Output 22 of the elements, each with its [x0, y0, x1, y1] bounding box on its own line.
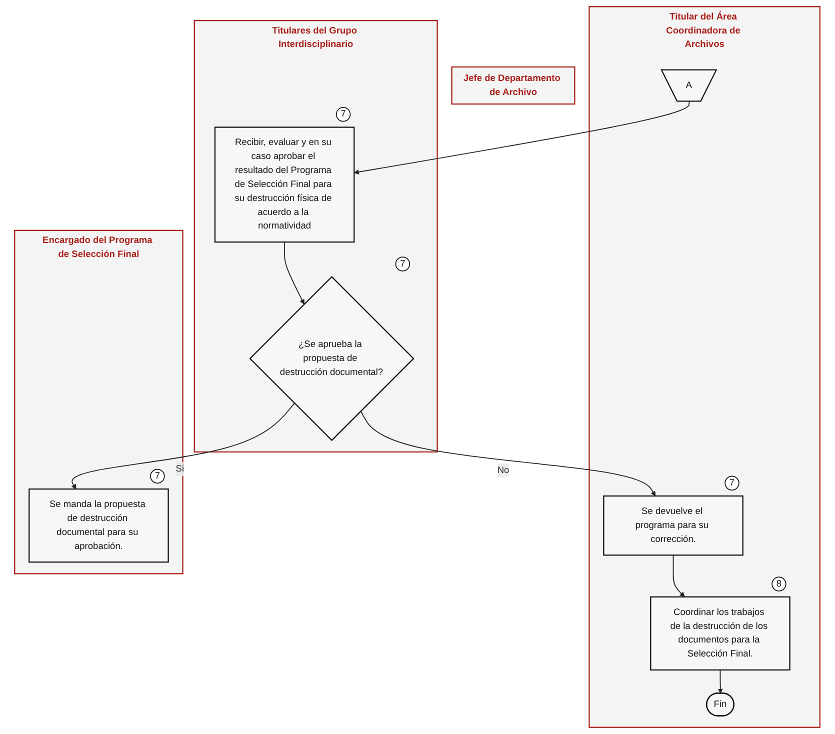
node-box [451, 66, 576, 105]
edge-label: No [498, 465, 510, 476]
node-diamond [249, 276, 415, 442]
node-box [603, 495, 744, 556]
swimlane-flowchart: Titulares del Grupo Interdisciplinario Encargado del Programa de Selección Final Titular del Área Coordinadora de Archivos Jefe de Departamento de Archivo A Se devuelve el programa para su corrección. 7 Coordinar los trabajos de la destrucción de los documentos para la Selección Final. 8 Fin Se manda la propuesta de destrucción documental para su aprobación. 7 Recibir, evaluar y en su caso aprobar el resultado del Programa de Selección Final para su destrucción física de acuerdo a la normatividad 7 ¿Se aprueba la propuesta de destrucción documental? 7 Si No [10, 2, 825, 732]
node-box [214, 126, 355, 243]
node-label: 7 [400, 258, 406, 269]
node-box [28, 488, 170, 563]
node-label: 8 [776, 578, 782, 589]
node-label: 7 [730, 478, 735, 488]
node-box [650, 596, 791, 671]
arrow [72, 402, 296, 490]
arrow [673, 554, 686, 598]
cluster [588, 6, 821, 728]
arrow [354, 100, 690, 174]
node-label: 7 [340, 109, 346, 120]
node-label: 7 [155, 470, 160, 481]
arrow [718, 669, 724, 694]
arrow [360, 410, 656, 496]
arrow [284, 242, 305, 304]
edge-label: Si [176, 464, 184, 474]
cluster [194, 20, 438, 453]
